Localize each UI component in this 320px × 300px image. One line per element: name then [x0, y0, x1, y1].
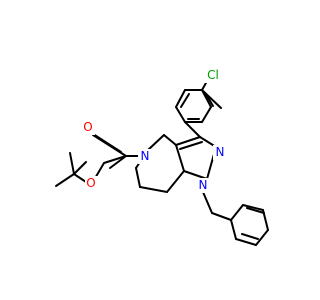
bond-line-43	[241, 233, 259, 240]
bond-line-33	[89, 131, 122, 153]
bond-line-31	[73, 161, 87, 175]
bond-line-21	[135, 167, 141, 188]
carbonyl-o-label-bg	[82, 120, 95, 135]
bond-line-11	[184, 121, 201, 138]
atom-labels: Cl O O N N N	[82, 68, 227, 193]
bond-line-7	[201, 89, 212, 108]
bond-line-4	[175, 106, 186, 123]
bond-line-30	[69, 152, 75, 175]
bond-line-18	[163, 134, 177, 146]
bond-line-8	[180, 93, 190, 108]
bond-line-10	[205, 93, 214, 107]
bond-line-15	[175, 144, 185, 172]
bond-line-42	[246, 207, 265, 214]
ester-oxygen-atom-label: O	[86, 176, 95, 190]
bond-line-37	[242, 204, 264, 211]
bond-line-17	[179, 141, 203, 150]
bond-line-2	[201, 89, 222, 109]
chlorine-atom-label: Cl	[207, 68, 219, 82]
ester-o-label-bg	[85, 176, 98, 191]
bond-line-16	[175, 136, 201, 146]
bond-line-40	[235, 238, 257, 246]
bond-lines	[55, 73, 269, 246]
bond-line-26	[109, 155, 127, 169]
bond-line-23	[166, 170, 185, 193]
bond-line-34	[202, 191, 213, 214]
pyrazole-n2-label-bg	[213, 145, 227, 160]
ring-n-label-bg	[138, 149, 152, 164]
pyrazole-n2-atom-label: N	[216, 145, 225, 159]
pyrazole-n1-atom-label: N	[199, 178, 208, 192]
bond-line-29	[55, 173, 75, 187]
bond-line-36	[230, 204, 244, 221]
bond-line-22	[139, 186, 168, 193]
bond-line-25	[103, 155, 127, 164]
ring-nitrogen-atom-label: N	[141, 149, 150, 163]
bond-line-35	[211, 212, 232, 221]
bond-line-3	[175, 89, 186, 108]
bond-line-41	[230, 219, 237, 240]
pyrazole-n1-label-bg	[196, 178, 210, 193]
carbonyl-oxygen-atom-label: O	[83, 120, 92, 134]
bond-line-6	[201, 106, 212, 123]
bond-line-14	[183, 170, 208, 180]
bond-line-19	[147, 134, 165, 151]
chemical-structure-diagram: Cl O O N N N	[55, 68, 269, 246]
bond-line-39	[255, 229, 269, 246]
cl-label-bg	[204, 68, 222, 83]
